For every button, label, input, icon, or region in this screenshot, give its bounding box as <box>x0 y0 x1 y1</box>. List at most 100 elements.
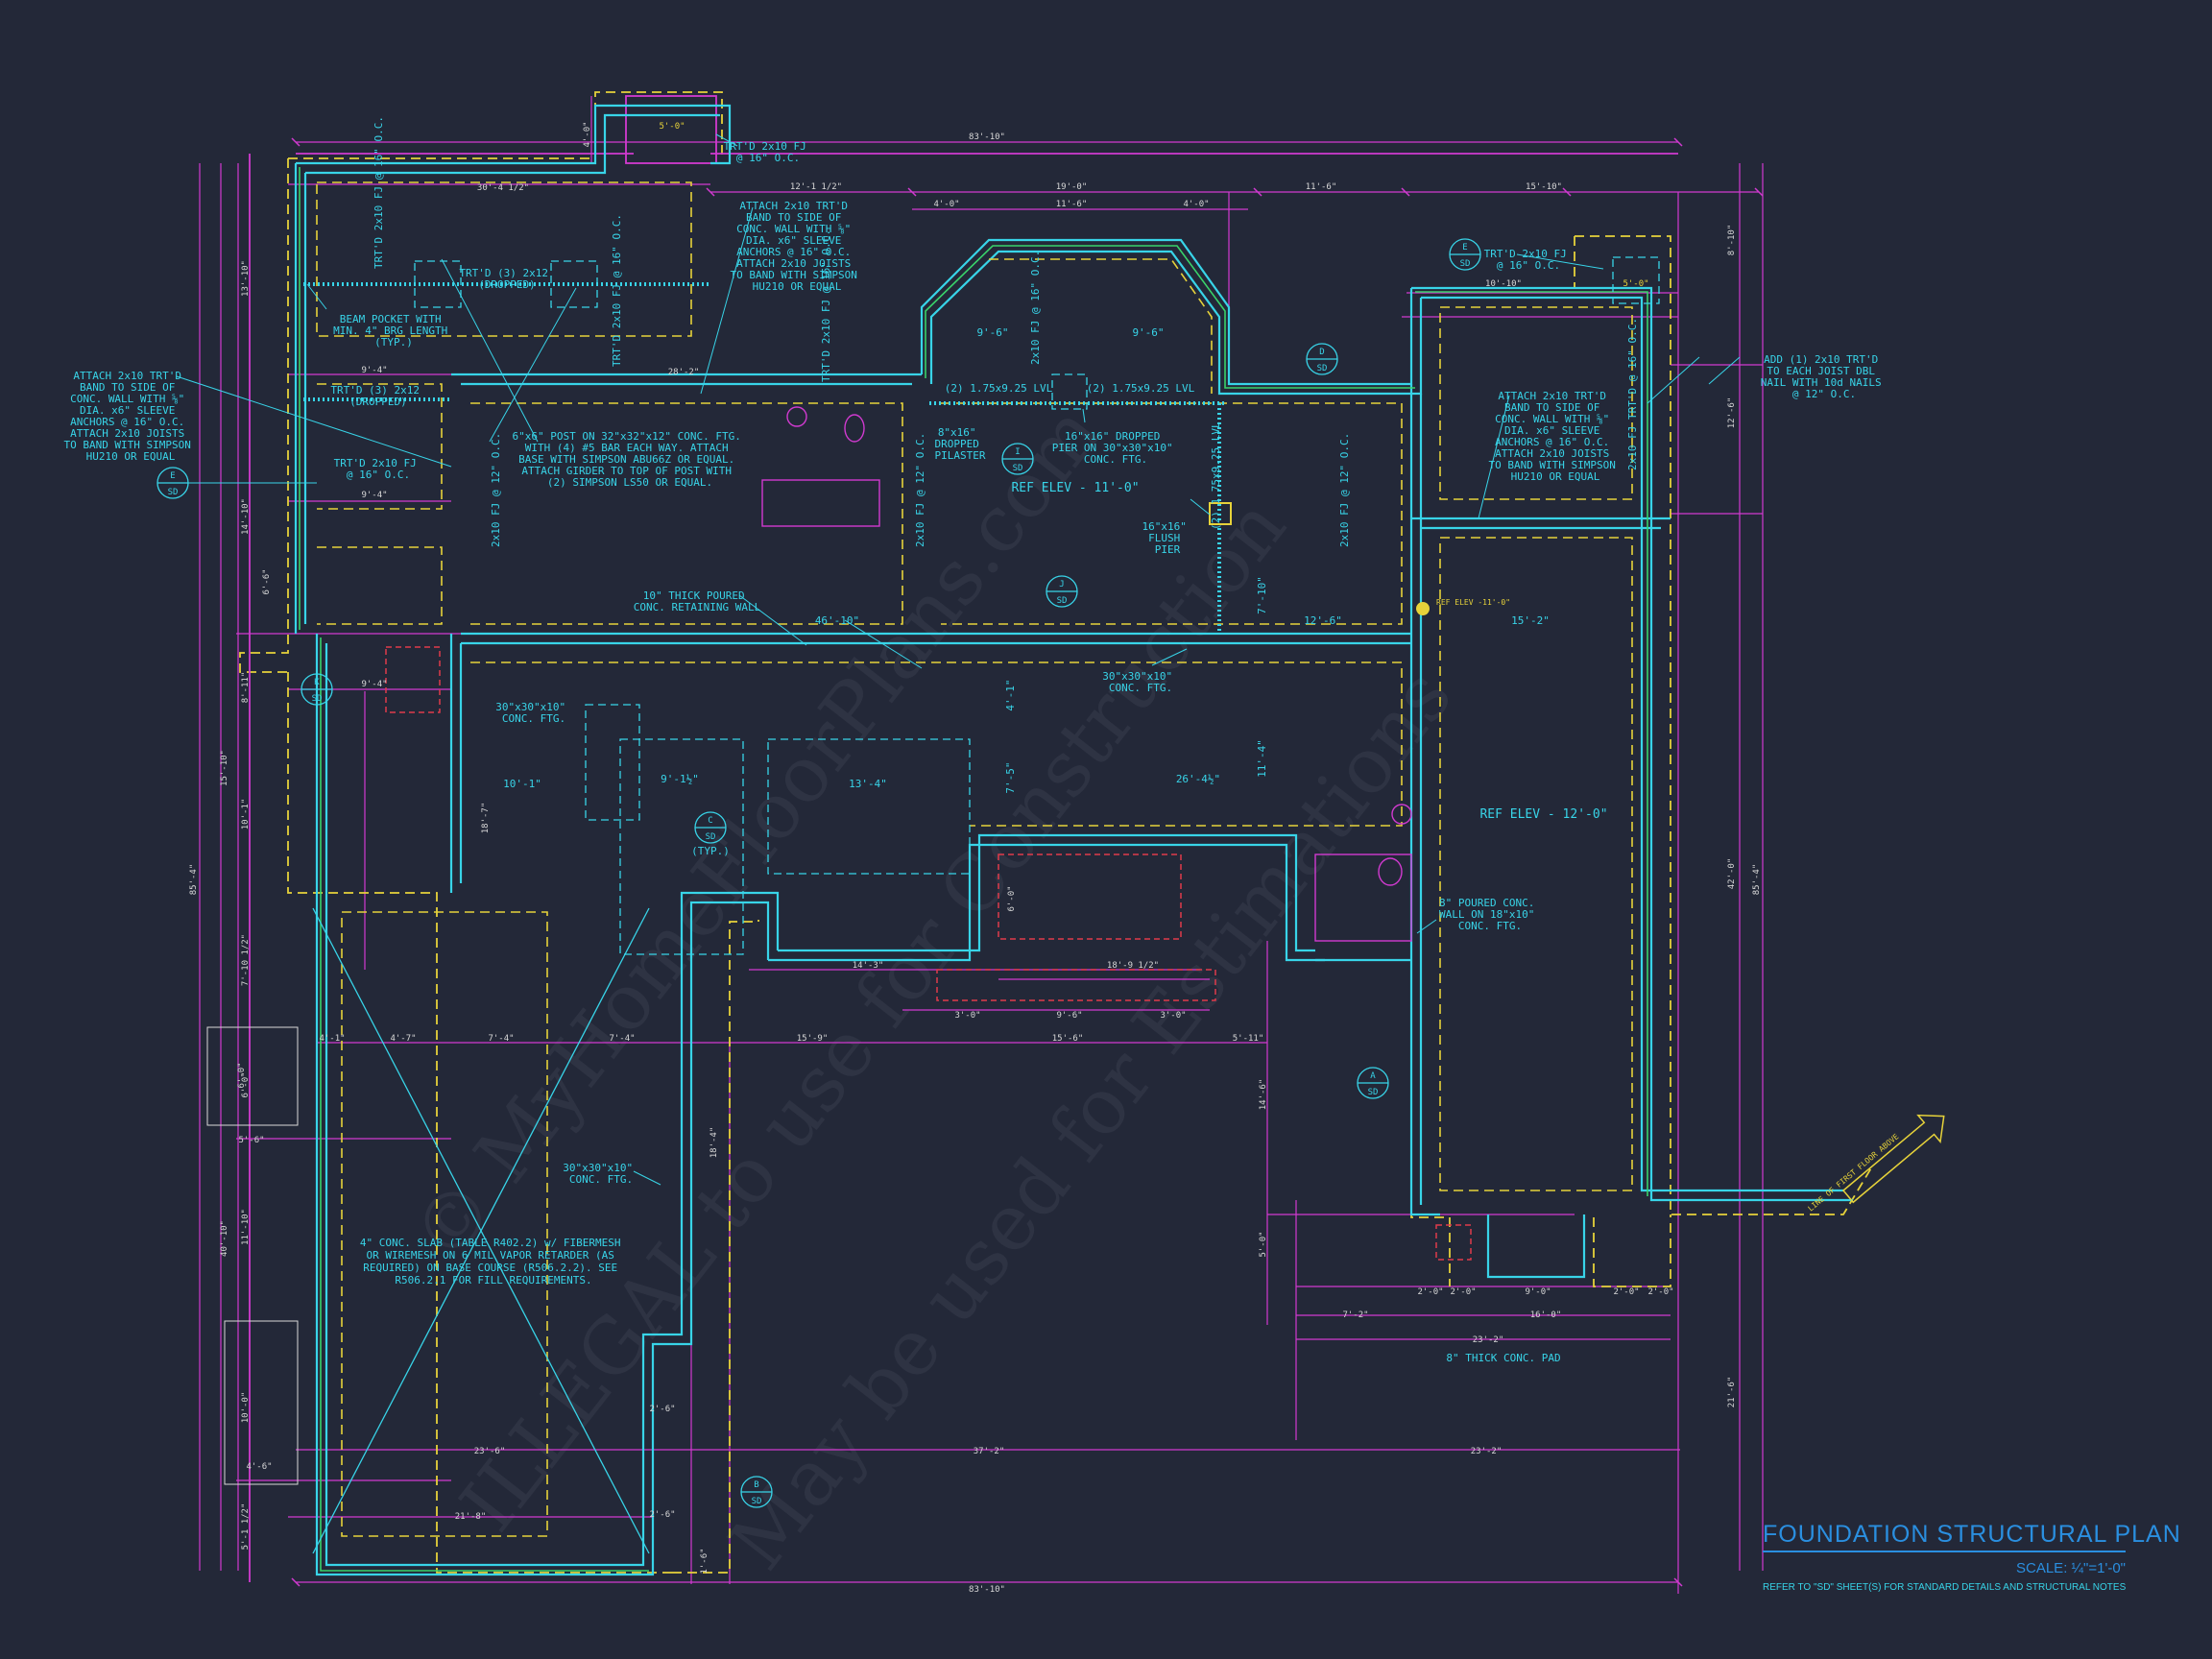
dim-row-bath: 18'-9 1/2" <box>1107 961 1159 971</box>
section-tag-ref: SD <box>1317 364 1328 373</box>
dim-row-1300: 2'-0" <box>1647 1287 1673 1297</box>
dim-left: 7'-10 1/2" <box>241 934 251 986</box>
dim-right: 21'-6" <box>1727 1377 1737 1408</box>
dim-left: 6'-0" <box>241 1071 251 1097</box>
note-trtd-2x12-top: TRT'D (3) 2x12 (DROPPED) <box>459 267 554 291</box>
dim-bay: 4'-0" <box>933 200 959 209</box>
note-retaining-wall: 10" THICK POURED CONC. RETAINING WALL <box>634 589 761 613</box>
dim-row-735: 7'-4" <box>488 1034 514 1044</box>
dim-overall-left: 85'-4" <box>189 864 199 896</box>
note-poured-wall: 8" POURED CONC. WALL ON 18"x10" CONC. FT… <box>1439 897 1541 932</box>
wall-edges <box>249 95 1678 1582</box>
dim-small: 5'-0" <box>1623 279 1648 289</box>
reference-note: REFER TO "SD" SHEET(S) FOR STANDARD DETA… <box>1763 1582 2127 1593</box>
dim-bay-inner: 9'-6" <box>1132 326 1164 339</box>
note-pilaster: 8"x16" DROPPED PILASTER <box>935 426 986 462</box>
dim-right: 12'-6" <box>1727 397 1737 429</box>
ref-elev-11: REF ELEV - 11'-0" <box>1011 481 1139 495</box>
note-ftg-30-b: 30"x30"x10" CONC. FTG. <box>495 701 571 725</box>
dim-left-top: 30'-4 1/2" <box>477 183 529 193</box>
label-lvl-a: (2) 1.75x9.25 LVL <box>945 382 1053 395</box>
dim-mid: 46'-10" <box>815 614 859 627</box>
note-attach-band-right: ATTACH 2x10 TRT'D BAND TO SIDE OF CONC. … <box>1488 390 1622 483</box>
dim-row-1370: 16'-0" <box>1530 1310 1562 1320</box>
dim-small: 18'-4" <box>709 1127 719 1159</box>
interior-pads <box>414 256 1660 955</box>
note-trtd-fj-right: TRT'D 2x10 FJ @ 16" O.C. <box>1484 248 1574 272</box>
north-arrow-icon <box>1841 1114 1945 1204</box>
label-fj-12-b: 2x10 FJ @ 12" O.C. <box>914 433 926 547</box>
dim-bay: 4'-0" <box>1183 200 1209 209</box>
dim-row-bath: 3'-0" <box>1160 1011 1186 1021</box>
label-fj-16-b: TRT'D 2x10 FJ @ 16" O.C. <box>611 214 623 367</box>
dim-lower: 26'-4½" <box>1176 773 1220 785</box>
watermark: © MyHomeFloorPlans.com ILLEGAL to use fo… <box>396 389 1469 1586</box>
section-tag-letter: B <box>754 1480 758 1490</box>
section-tag-letter: C <box>708 816 712 826</box>
flush-pier-icon <box>1209 502 1232 525</box>
note-slab: 4" CONC. SLAB (TABLE R402.2) w/ FIBERMES… <box>360 1237 627 1286</box>
dim-top: 15'-10" <box>1526 182 1562 192</box>
dim-bump: 5'-0" <box>659 122 685 132</box>
note-attach-band-left: ATTACH 2x10 TRT'D BAND TO SIDE OF CONC. … <box>63 370 197 463</box>
dim-row-735: 5'-11" <box>1233 1034 1264 1044</box>
dim-bay: 11'-6" <box>1056 200 1088 209</box>
dim-mid: 15'-2" <box>1511 614 1550 627</box>
section-tag-ref: SD <box>1368 1088 1379 1097</box>
dim-right: 42'-0" <box>1727 858 1737 890</box>
dim-row-735: 7'-4" <box>609 1034 635 1044</box>
note-post: 6"x6" POST ON 32"x32"x12" CONC. FTG. WIT… <box>512 430 747 489</box>
dim-row-bath: 14'-3" <box>853 961 884 971</box>
dim-left: 6'-6" <box>262 568 272 594</box>
dim-left: 10'-0" <box>241 1392 251 1424</box>
dim-row-1395: 23'-2" <box>1473 1335 1504 1345</box>
section-tag-letter: E <box>1462 243 1467 252</box>
fixtures <box>761 406 1412 942</box>
foundation-walls <box>294 104 1853 1576</box>
ref-elev-12: REF ELEV - 12'-0" <box>1479 807 1607 822</box>
section-tag-ref: SD <box>752 1497 762 1506</box>
note-attach-band-top: ATTACH 2x10 TRT'D BAND TO SIDE OF CONC. … <box>730 200 863 293</box>
dim-vertical: 5'-0" <box>1259 1231 1268 1257</box>
sheet-title: FOUNDATION STRUCTURAL PLAN <box>1763 1521 2180 1552</box>
note-ftg-30-a: 30"x30"x10" CONC. FTG. <box>1102 670 1178 694</box>
section-tags <box>156 238 1481 1508</box>
dim-left: 15'-10" <box>220 750 229 786</box>
dim-lower: 9'-1½" <box>661 773 699 785</box>
dim-row-1510: 37'-2" <box>974 1447 1005 1456</box>
dim-overall-right: 85'-4" <box>1752 864 1762 896</box>
dim-row-bath: 3'-0" <box>954 1011 980 1021</box>
ref-elev-marker-icon <box>1416 602 1430 615</box>
dim-row-1300: 2'-0" <box>1450 1287 1476 1297</box>
dim-mid: 12'-6" <box>1304 614 1342 627</box>
dim-top: 11'-6" <box>1306 182 1337 192</box>
note-dropped-pier: 16"x16" DROPPED PIER ON 30"x30"x10" CONC… <box>1052 430 1179 466</box>
dim-row-bath: 9'-6" <box>1056 1011 1082 1021</box>
label-typ: (TYP.) <box>691 845 730 857</box>
dimension-labels: 83'-10" 83'-10" 85'-4" 85'-4" 12'-1 1/2"… <box>189 121 1762 1595</box>
dim-small: 1'-6" <box>700 1548 709 1574</box>
label-fj-16-bay: 2x10 FJ @ 16" O.C. <box>1029 251 1042 365</box>
section-tag-ref: SD <box>168 488 179 497</box>
compass-label: LINE OF FIRST FLOOR ABOVE <box>1807 1132 1901 1213</box>
note-beam-pocket: BEAM POCKET WITH MIN. 4" BRG LENGTH (TYP… <box>333 313 454 349</box>
ref-elev-marker-label: REF ELEV -11'-0" <box>1436 598 1510 607</box>
dim-vertical: 7'-5" <box>1004 761 1017 793</box>
title-block: FOUNDATION STRUCTURAL PLAN SCALE: ¼"=1'-… <box>1763 1521 2180 1593</box>
dim-small: 5'-6" <box>238 1136 264 1145</box>
dim-left: 10'-1" <box>241 799 251 830</box>
dim-row-1300: 9'-0" <box>1525 1287 1551 1297</box>
footing-outline <box>239 91 1873 1575</box>
dim-vertical: 6'-0" <box>1007 885 1017 911</box>
dim-vertical: 11'-4" <box>1256 739 1268 778</box>
dim-row-735: 15'-9" <box>797 1034 829 1044</box>
dim-lower: 10'-1" <box>503 778 541 790</box>
dim-bay-inner: 9'-6" <box>976 326 1008 339</box>
dim-row-1580: 21'-8" <box>455 1512 487 1522</box>
note-flush-pier: 16"x16" FLUSH PIER <box>1142 520 1193 556</box>
dim-small: 10'-10" <box>1485 279 1522 289</box>
dim-vertical: 14'-6" <box>1259 1079 1268 1111</box>
section-tag-ref: SD <box>706 832 716 842</box>
section-tag-letter: D <box>1319 348 1324 357</box>
